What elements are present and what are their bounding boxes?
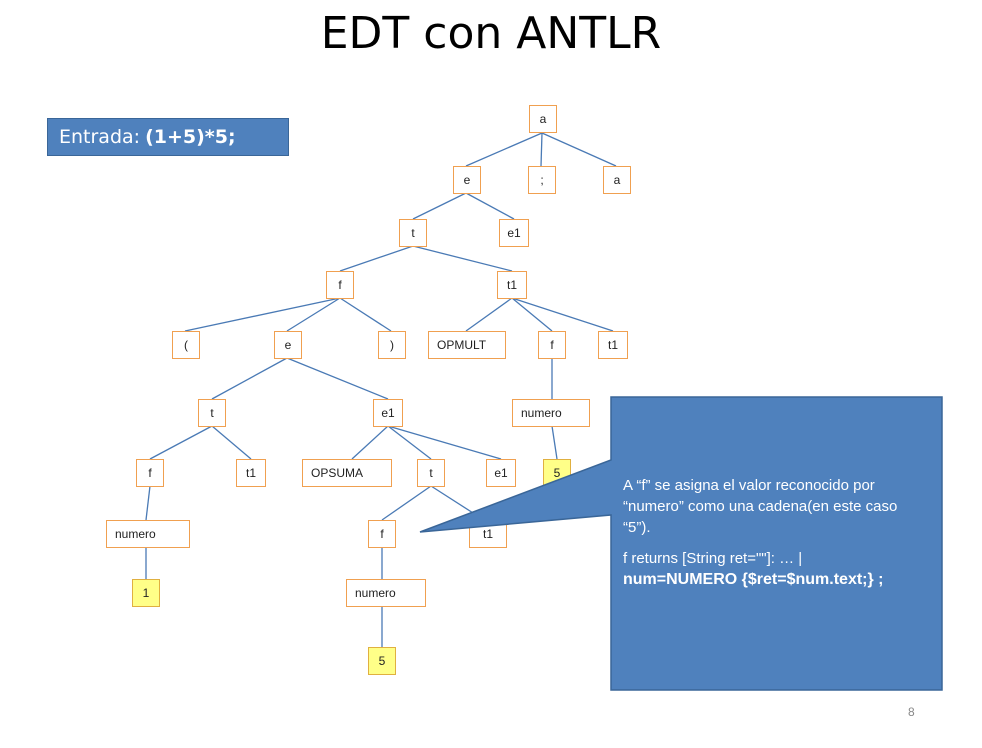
- callout-rule-header: f returns [String ret=""]: … |: [623, 550, 803, 567]
- tree-node-e1: e1: [499, 219, 529, 247]
- slide-title: EDT con ANTLR: [320, 8, 662, 59]
- tree-node-t1-left: t1: [236, 459, 266, 487]
- tree-node-e-inner: e: [274, 331, 302, 359]
- entrada-value: (1+5)*5;: [145, 126, 236, 148]
- tree-node-f-mult: f: [538, 331, 566, 359]
- callout-rule-action: num=NUMERO {$ret=$num.text;} ;: [623, 571, 884, 588]
- input-expression-box: Entrada: (1+5)*5;: [47, 118, 289, 156]
- tree-node-f: f: [326, 271, 354, 299]
- tree-node-t-inner: t: [198, 399, 226, 427]
- tree-node-opsuma: OPSUMA: [302, 459, 392, 487]
- entrada-label: Entrada:: [59, 126, 141, 148]
- tree-node-e1-suma: e1: [486, 459, 516, 487]
- tree-node-five: 5: [368, 647, 396, 675]
- tree-node-one: 1: [132, 579, 160, 607]
- tree-node-f-suma: f: [368, 520, 396, 548]
- tree-node-numero-one: numero: [106, 520, 190, 548]
- tree-node-a-child: a: [603, 166, 631, 194]
- tree-node-numero-mult: numero: [512, 399, 590, 427]
- tree-node-semicolon: ;: [528, 166, 556, 194]
- tree-node-t: t: [399, 219, 427, 247]
- tree-node-t1-mult: t1: [598, 331, 628, 359]
- tree-node-a-root: a: [529, 105, 557, 133]
- tree-node-t-suma: t: [417, 459, 445, 487]
- tree-node-opmult: OPMULT: [428, 331, 506, 359]
- tree-node-lparen: (: [172, 331, 200, 359]
- tree-node-f-left: f: [136, 459, 164, 487]
- callout-explanation: A “f” se asigna el valor reconocido por …: [623, 477, 898, 536]
- tree-node-t1: t1: [497, 271, 527, 299]
- page-number: 8: [908, 705, 915, 719]
- tree-node-e1-inner: e1: [373, 399, 403, 427]
- tree-node-numero-five: numero: [346, 579, 426, 607]
- callout-text: A “f” se asigna el valor reconocido por …: [623, 475, 923, 590]
- tree-node-rparen: ): [378, 331, 406, 359]
- tree-node-e: e: [453, 166, 481, 194]
